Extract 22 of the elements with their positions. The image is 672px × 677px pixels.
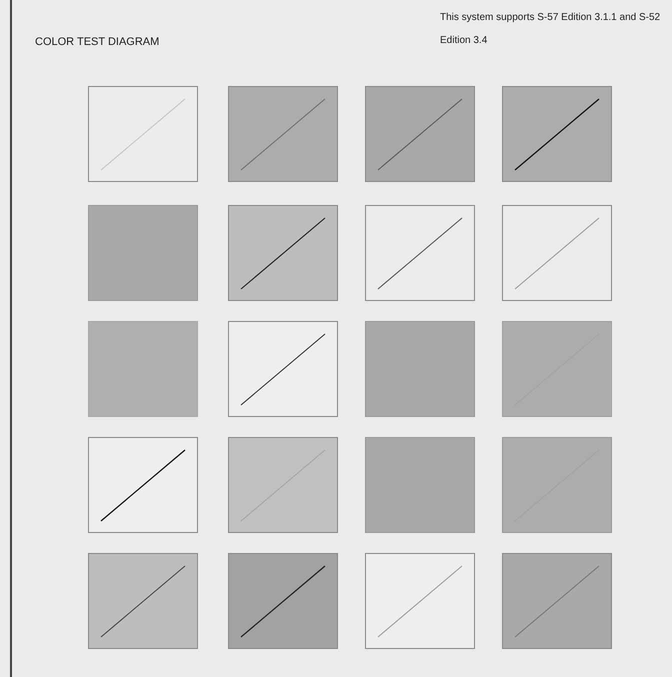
color-test-swatch xyxy=(365,205,475,301)
color-test-swatch xyxy=(502,437,612,533)
color-test-swatch xyxy=(88,321,198,417)
color-test-swatch xyxy=(502,205,612,301)
color-test-swatch xyxy=(228,321,338,417)
color-test-swatch xyxy=(228,437,338,533)
color-test-swatch xyxy=(365,553,475,649)
color-test-swatch xyxy=(365,321,475,417)
note-text: This system supports S-57 Edition 3.1.1 and S-52 Edition 3.4 xyxy=(440,11,662,48)
color-test-swatch xyxy=(365,86,475,182)
color-test-swatch xyxy=(228,553,338,649)
diagram-title: COLOR TEST DIAGRAM xyxy=(35,36,160,48)
color-test-swatch xyxy=(88,553,198,649)
color-test-swatch xyxy=(502,321,612,417)
color-test-swatch xyxy=(228,205,338,301)
color-test-swatch xyxy=(88,86,198,182)
color-test-swatch xyxy=(88,437,198,533)
color-test-swatch xyxy=(228,86,338,182)
color-test-swatch xyxy=(365,437,475,533)
color-test-swatch xyxy=(88,205,198,301)
color-test-swatch xyxy=(502,86,612,182)
color-test-swatch xyxy=(502,553,612,649)
